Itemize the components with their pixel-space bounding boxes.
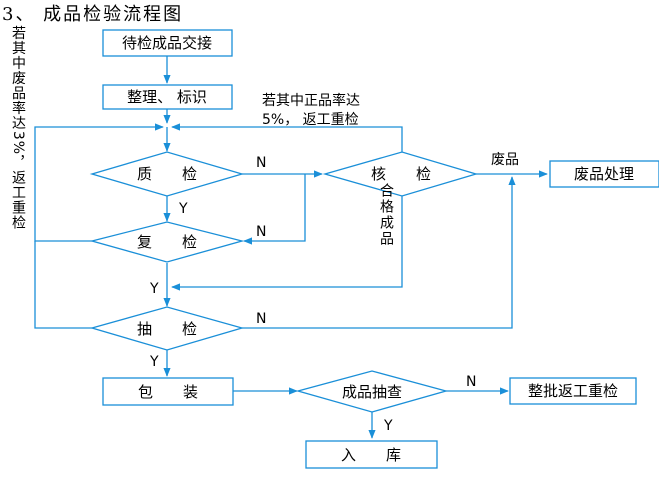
label-rework-pass-rate-1: 若其中正品率达: [262, 92, 360, 109]
label-quality-y: Y: [178, 201, 188, 217]
node-start-label: 待检成品交接: [122, 34, 212, 52]
label-sampling-n: N: [466, 374, 476, 390]
edge-left-loop-lower: [35, 241, 92, 328]
node-product-sampling-label: 成品抽查: [342, 383, 402, 401]
node-scrap-handling-label: 废品处理: [574, 165, 634, 183]
label-recheck-y: Y: [149, 281, 159, 297]
page-title: 3、 成品检验流程图: [2, 4, 183, 25]
edge-sample-n: [242, 177, 512, 328]
label-quality-n: N: [256, 155, 266, 171]
label-qualified-products: 合格成品: [378, 183, 394, 247]
node-batch-rework-label: 整批返工重检: [528, 382, 618, 400]
node-sort-label: 整理、 标识: [127, 88, 207, 106]
node-warehouse-label: 入 库: [341, 446, 401, 464]
node-verify-label: 核 检: [371, 165, 431, 183]
label-sampling-y: Y: [383, 418, 393, 434]
label-sample-y: Y: [149, 354, 159, 370]
node-pack-label: 包 装: [138, 383, 198, 401]
node-sample-label: 抽 检: [137, 320, 197, 338]
label-scrap: 废品: [491, 152, 519, 168]
label-rework-pass-rate-2: 5%， 返工重检: [262, 112, 359, 128]
node-quality-check-label: 质 检: [137, 165, 197, 183]
label-recheck-n: N: [256, 224, 266, 240]
label-sample-n: N: [256, 311, 266, 327]
label-left-condition: 若其中废品率达3%，返工重检: [10, 26, 26, 230]
node-recheck-label: 复 检: [137, 233, 197, 251]
edge-verify-rework-loop: [172, 127, 402, 164]
edge-n-into-recheck: [244, 174, 305, 241]
